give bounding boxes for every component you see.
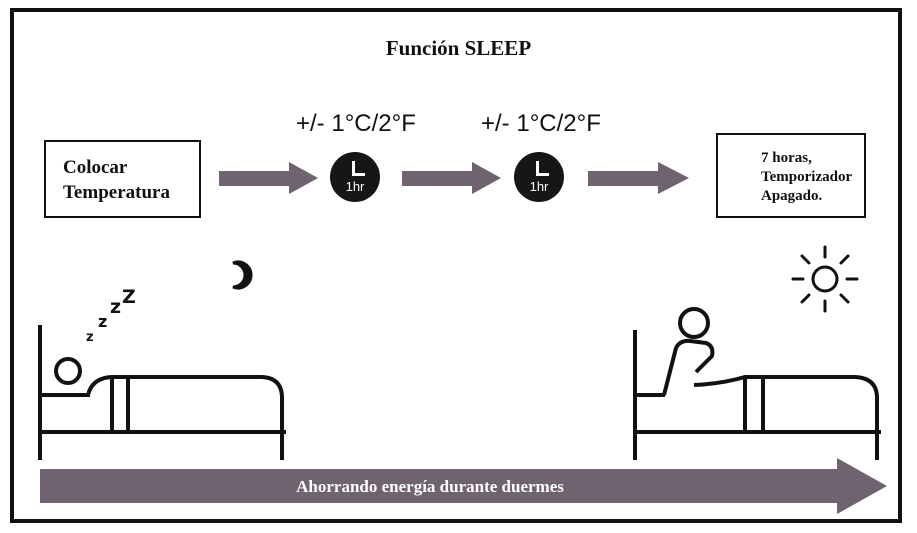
sun-icon (791, 245, 859, 313)
adjust-label-2: +/- 1°C/2°F (481, 110, 601, 137)
zzz-1: z (86, 330, 94, 345)
end-label-line1: 7 horas, (761, 150, 812, 166)
clock-icon-1: 1hr (330, 152, 380, 202)
zzz-4: Z (122, 286, 136, 308)
zzz-2: z (98, 312, 108, 331)
zzz-3: z (110, 296, 122, 318)
step-arrow-2 (402, 162, 501, 194)
sleeping-person-bed-icon (38, 325, 286, 460)
awake-person-bed-icon (633, 307, 881, 460)
diagram-title: Función SLEEP (385, 36, 532, 60)
start-label-line1: Colocar (63, 157, 128, 178)
end-label-line2: Temporizador (761, 169, 853, 185)
clock-2-label: 1hr (529, 179, 549, 194)
end-box: 7 horas, Temporizador Apagado. (716, 133, 866, 218)
adjust-label-1: +/- 1°C/2°F (296, 110, 416, 137)
clock-1-label: 1hr (345, 179, 365, 194)
end-label-line3: Apagado. (761, 188, 823, 204)
step-arrow-3 (588, 162, 689, 194)
savings-arrow (40, 458, 887, 514)
savings-label: Ahorrando energía durante duermes (296, 477, 564, 496)
diagram-frame (10, 8, 902, 523)
start-label-line2: Temperatura (63, 182, 170, 203)
step-arrow-1 (219, 162, 318, 194)
start-box: Colocar Temperatura (44, 140, 201, 218)
clock-icon-2: 1hr (514, 152, 564, 202)
moon-icon (232, 260, 253, 290)
